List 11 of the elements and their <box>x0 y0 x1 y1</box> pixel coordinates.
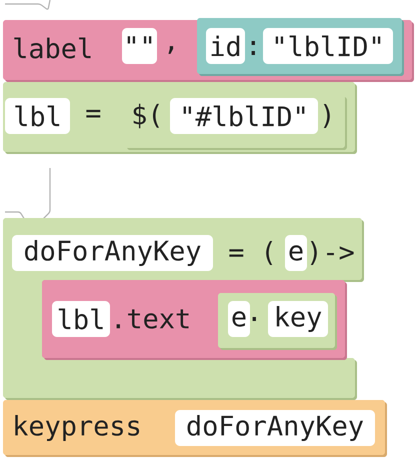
input-slot: lbl <box>52 301 110 337</box>
input-slot: doForAnyKey <box>12 235 213 271</box>
input-slot: "lblID" <box>263 28 393 64</box>
input-slot: e <box>228 301 250 337</box>
input-slot: key <box>268 301 328 337</box>
input-slot: "" <box>122 28 157 64</box>
input-slot: lbl <box>5 98 70 134</box>
input-slot: id <box>206 28 245 64</box>
input-slot: "#lblID" <box>170 98 318 134</box>
input-slot: doForAnyKey <box>175 410 375 446</box>
input-slot: e <box>285 235 307 271</box>
